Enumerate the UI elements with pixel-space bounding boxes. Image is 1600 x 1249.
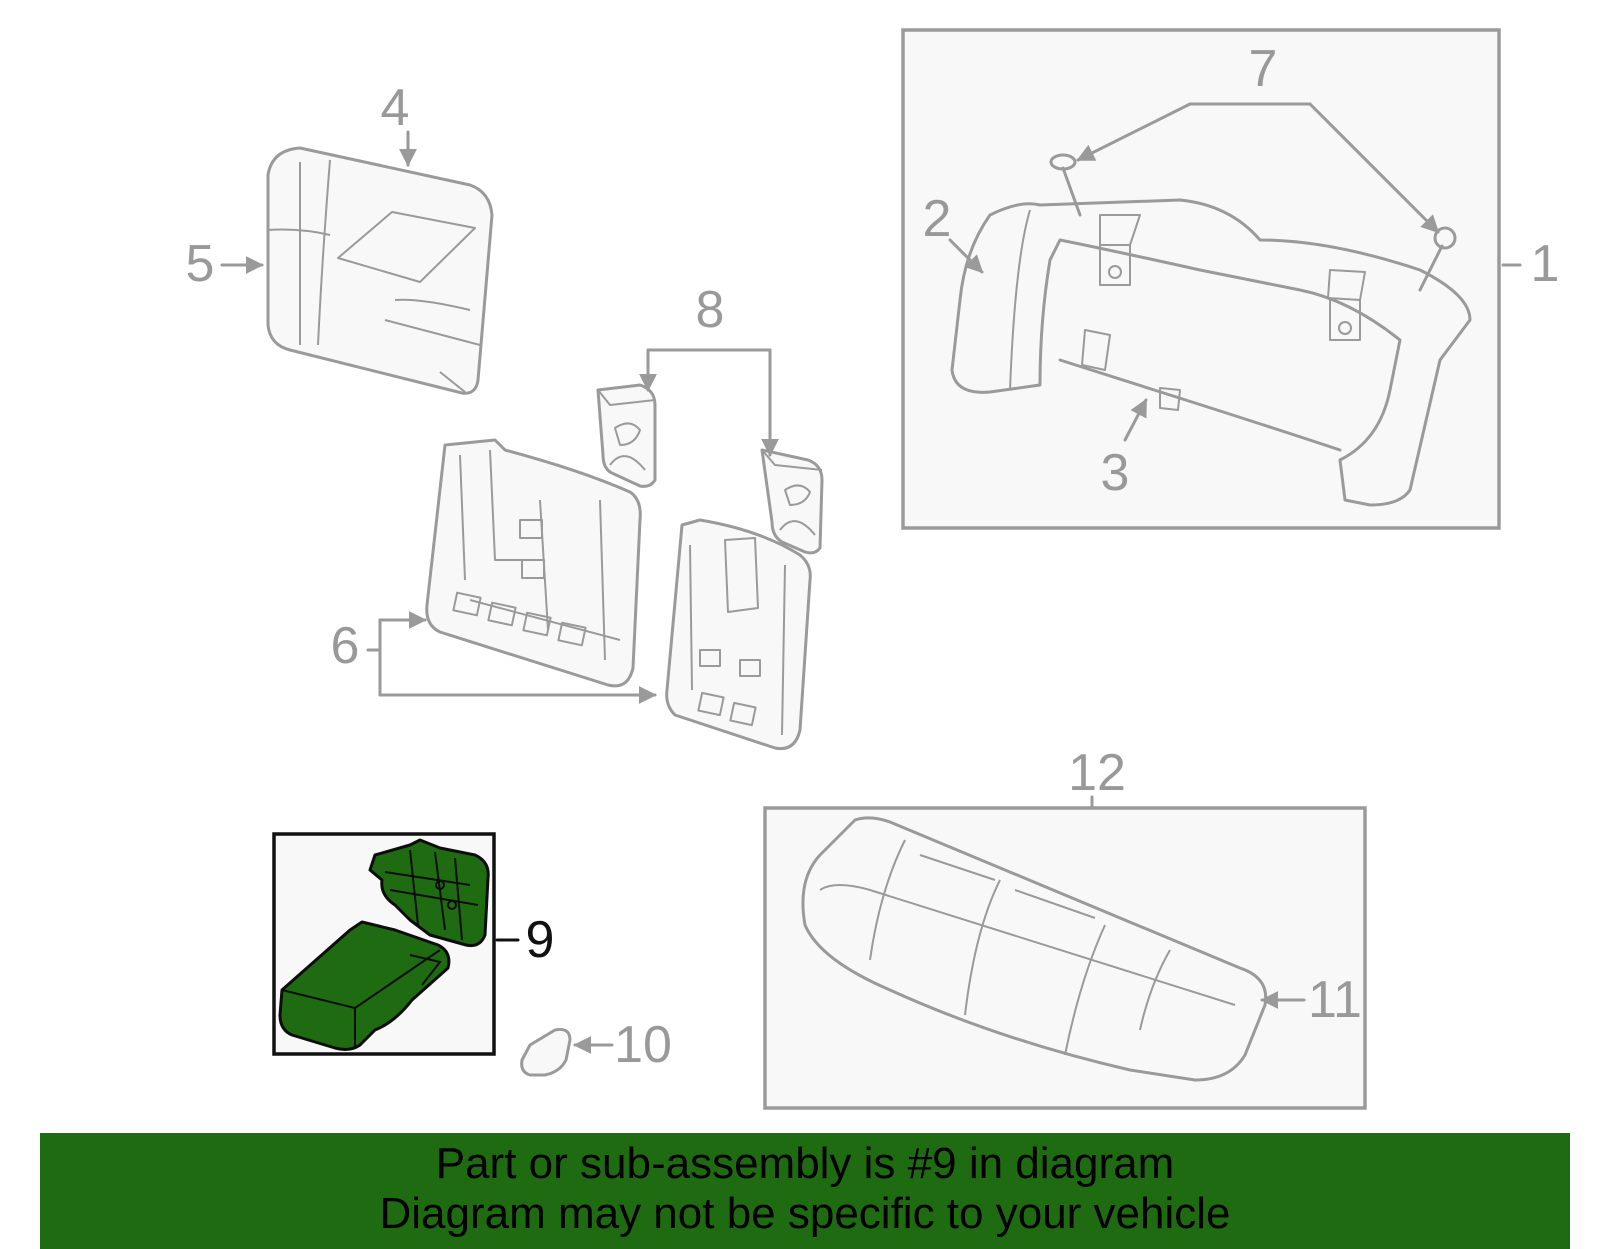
part-6-seatback-panels[interactable] — [425, 438, 812, 751]
footer-line-2: Diagram may not be specific to your vehi… — [379, 1189, 1231, 1238]
leader-2 — [948, 238, 984, 274]
leader-6-bar — [366, 618, 382, 697]
callout-1: 1 — [1531, 235, 1560, 293]
leader-3 — [1123, 398, 1148, 442]
footer-banner: Part or sub-assembly is #9 in diagram Di… — [40, 1133, 1570, 1249]
callout-12: 12 — [1068, 744, 1126, 802]
part-4-seatback-cushion[interactable] — [266, 146, 494, 395]
callout-3: 3 — [1101, 444, 1130, 502]
callout-10: 10 — [614, 1016, 672, 1074]
callout-9: 9 — [526, 911, 555, 969]
part-12-seat-cushion[interactable] — [801, 816, 1268, 1082]
part-8-brackets[interactable] — [596, 383, 824, 555]
part-1-seatback-frame[interactable] — [950, 198, 1472, 507]
part-9-armrest-assembly[interactable] — [278, 838, 490, 1051]
callout-6: 6 — [331, 617, 360, 675]
callout-4: 4 — [381, 79, 410, 137]
part-7-bolts[interactable] — [1049, 153, 1457, 292]
callout-7: 7 — [1249, 40, 1278, 98]
part-10-cover[interactable] — [520, 1028, 572, 1077]
callout-11: 11 — [1308, 971, 1362, 1029]
footer-line-1: Part or sub-assembly is #9 in diagram — [435, 1139, 1175, 1188]
callout-2: 2 — [923, 190, 952, 248]
leader-7b — [1308, 102, 1440, 234]
callout-5: 5 — [186, 235, 215, 293]
callout-8: 8 — [696, 281, 725, 339]
leader-7a — [1076, 102, 1192, 162]
